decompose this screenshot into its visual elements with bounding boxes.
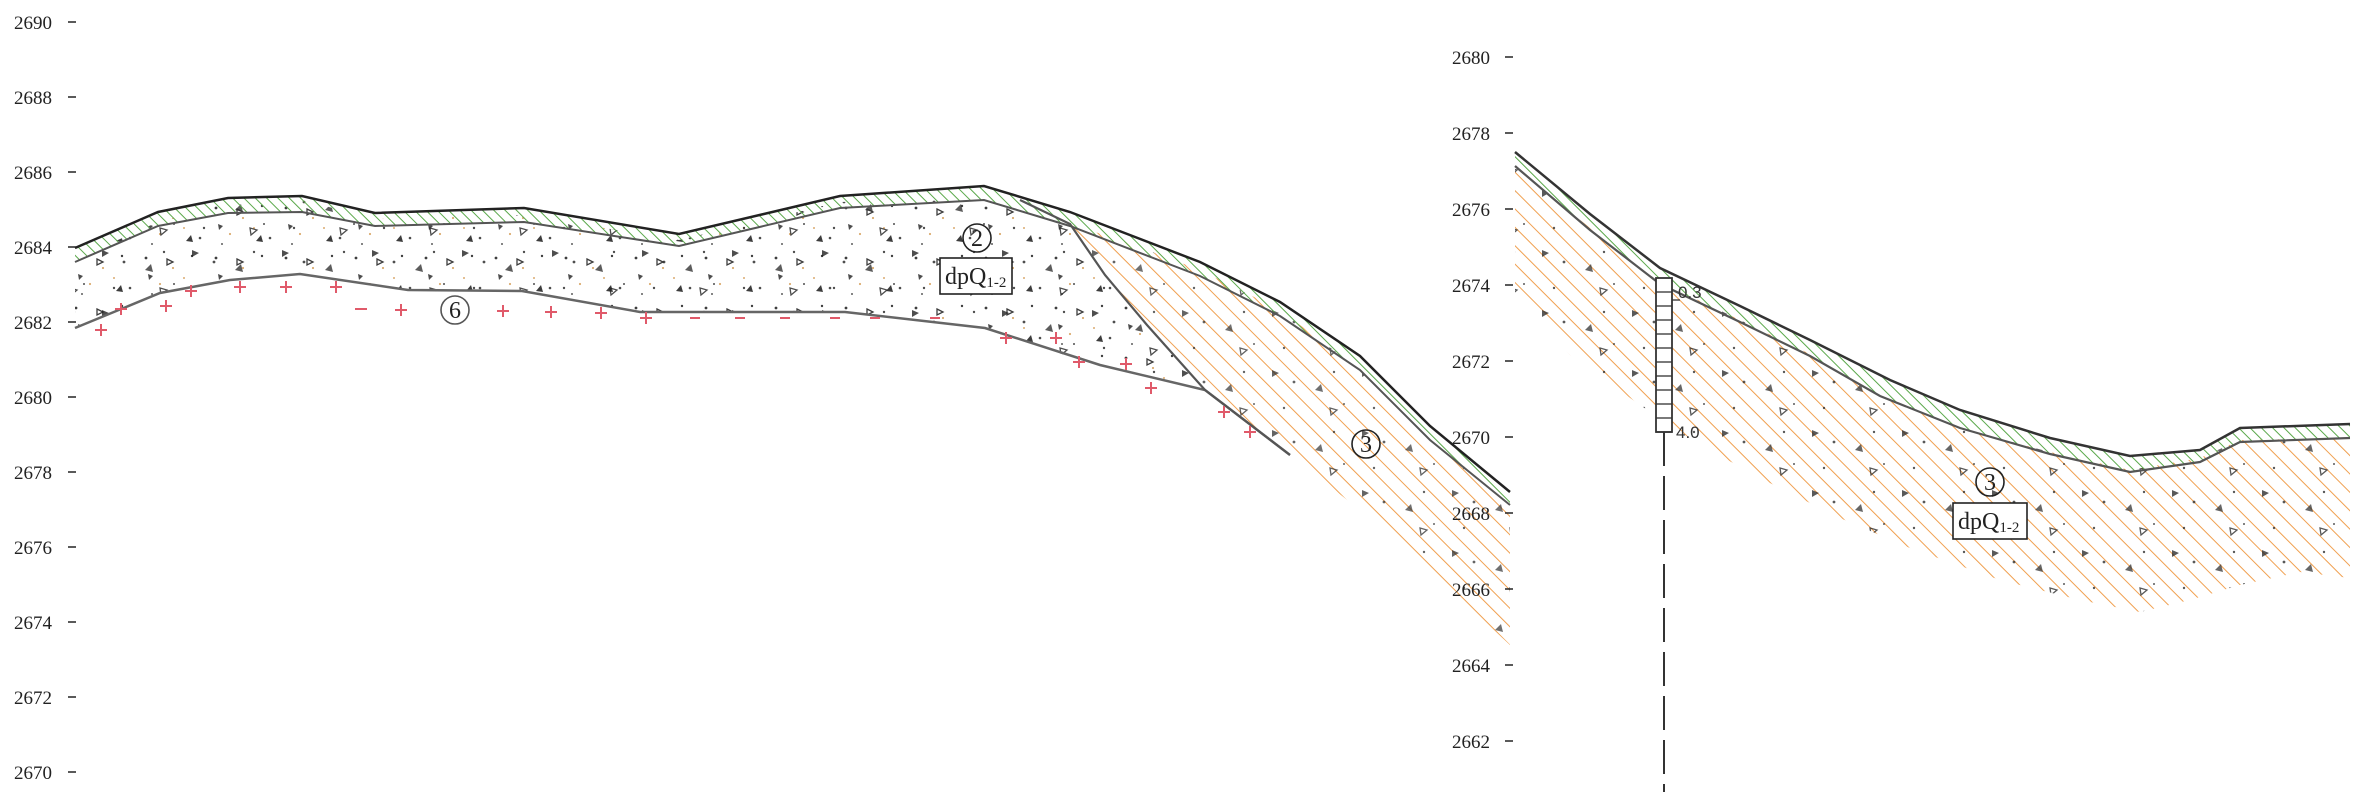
left-axis-tick: 2672 bbox=[14, 688, 52, 709]
left-axis-tick: 2684 bbox=[14, 238, 53, 259]
left-layer-2-3-boundary bbox=[1019, 199, 1291, 456]
borehole: 0.3 4.0 bbox=[1655, 277, 1702, 792]
right-axis-tick: 2674 bbox=[1452, 276, 1491, 297]
left-axis: 2690 2688 2686 2684 2682 2680 2678 2676 … bbox=[14, 13, 76, 784]
right-layer-marker-3-label: 3 bbox=[1984, 470, 1996, 496]
right-layer-marker-3: 3 bbox=[1975, 467, 2005, 497]
right-section: 2680 2678 2676 2674 2672 2670 2668 2666 … bbox=[1452, 48, 2351, 792]
left-section: 2690 2688 2686 2684 2682 2680 2678 2676 … bbox=[14, 13, 1511, 784]
right-axis-tick: 2666 bbox=[1452, 580, 1490, 601]
left-axis-tick: 2676 bbox=[14, 538, 52, 559]
left-axis-tick: 2674 bbox=[14, 613, 53, 634]
left-layer-marker-3-label: 3 bbox=[1360, 432, 1372, 458]
left-axis-tick: 2680 bbox=[14, 388, 52, 409]
left-axis-tick: 2690 bbox=[14, 13, 52, 34]
left-axis-tick: 2670 bbox=[14, 763, 52, 784]
right-axis-tick: 2678 bbox=[1452, 124, 1490, 145]
borehole-bottom-depth: 4.0 bbox=[1676, 423, 1700, 442]
left-axis-tick: 2682 bbox=[14, 313, 52, 334]
left-layer-marker-3: 3 bbox=[1351, 429, 1381, 459]
right-axis-tick: 2676 bbox=[1452, 200, 1490, 221]
borehole-top-depth: 0.3 bbox=[1678, 283, 1702, 302]
left-layer-marker-6: 6 bbox=[440, 295, 470, 325]
right-axis-tick: 2662 bbox=[1452, 732, 1490, 753]
left-axis-tick: 2686 bbox=[14, 163, 52, 184]
right-unit-label-box: dpQ1-2 bbox=[1952, 502, 2028, 540]
right-axis-tick: 2670 bbox=[1452, 428, 1490, 449]
left-layer-marker-2: 2 bbox=[962, 223, 992, 253]
left-layer-marker-6-label: 6 bbox=[449, 298, 461, 324]
left-axis-tick: 2688 bbox=[14, 88, 52, 109]
right-axis: 2680 2678 2676 2674 2672 2670 2668 2666 … bbox=[1452, 48, 1513, 753]
left-surface-base-line bbox=[74, 198, 1511, 506]
right-axis-tick: 2668 bbox=[1452, 504, 1490, 525]
right-ground-surface-line bbox=[1514, 151, 2351, 458]
left-unit-label-box: dpQ1-2 bbox=[939, 257, 1013, 295]
right-surface-base-line bbox=[1514, 165, 2351, 474]
left-axis-tick: 2678 bbox=[14, 463, 52, 484]
granite-crosses bbox=[95, 281, 1256, 438]
right-unit-label: dpQ1-2 bbox=[1958, 509, 2019, 536]
right-axis-tick: 2672 bbox=[1452, 352, 1490, 373]
right-axis-tick: 2664 bbox=[1452, 656, 1491, 677]
left-ground-surface-line bbox=[74, 184, 1511, 493]
right-axis-tick: 2680 bbox=[1452, 48, 1490, 69]
left-layer-marker-2-label: 2 bbox=[971, 226, 983, 252]
left-unit-label: dpQ1-2 bbox=[945, 264, 1006, 291]
left-bedrock-contact-line bbox=[74, 272, 1291, 456]
